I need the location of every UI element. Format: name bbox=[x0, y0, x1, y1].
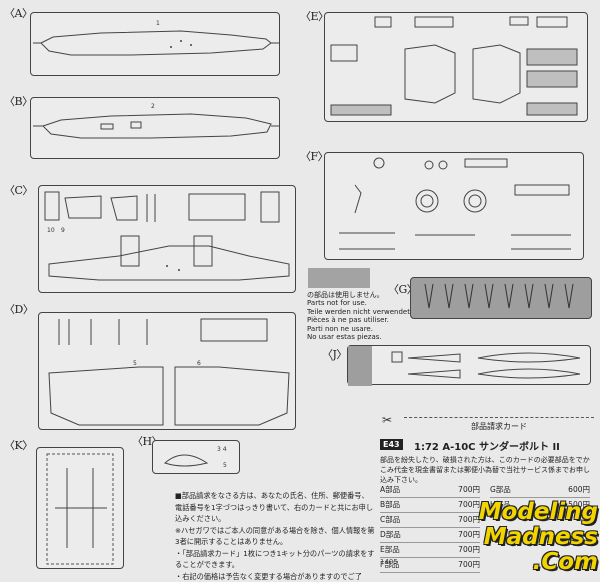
logo-line: Madness bbox=[476, 525, 598, 550]
notice-line: No usar estas piezas. bbox=[307, 333, 412, 341]
logo-line: Modeling bbox=[476, 500, 598, 525]
part-price: 700円 bbox=[458, 483, 480, 497]
not-for-use-notice: の部品は使用しません。 Parts not for use. Teile wer… bbox=[307, 291, 412, 341]
scissors-icon: ✂ bbox=[382, 413, 392, 427]
sprue-c-diagram: 10 9 bbox=[38, 185, 296, 293]
note-line: ・右記の価格は予告なく変更する場合がありますのでご了 bbox=[175, 571, 375, 582]
notice-line: Parts not for use. bbox=[307, 299, 412, 307]
notice-line: Teile werden nicht verwendet. bbox=[307, 308, 412, 316]
price-row: A部品 700円 bbox=[380, 483, 480, 498]
part-label: B部品 bbox=[380, 500, 400, 509]
sprue-g-diagram bbox=[410, 277, 592, 319]
watermark-logo: Modeling Madness .Com bbox=[476, 500, 598, 575]
svg-text:5: 5 bbox=[223, 462, 227, 469]
sprue-f-diagram bbox=[324, 152, 584, 260]
card-description: 部品を紛失したり、破損された方は、このカードの必要部品をでかこみ代金を現金書留ま… bbox=[380, 455, 594, 485]
page-number: 1405 bbox=[380, 558, 398, 566]
svg-text:2: 2 bbox=[151, 103, 155, 110]
svg-text:3 4: 3 4 bbox=[217, 446, 227, 453]
section-label-c: 〈C〉 bbox=[4, 182, 33, 198]
part-label: A部品 bbox=[380, 485, 400, 494]
sprue-h-diagram: 3 4 5 bbox=[152, 440, 240, 474]
part-label: G部品 bbox=[490, 485, 511, 494]
sprue-j-diagram bbox=[347, 345, 591, 385]
logo-line: .Com bbox=[476, 550, 598, 575]
svg-text:9: 9 bbox=[61, 227, 65, 234]
not-for-use-swatch bbox=[308, 268, 370, 288]
part-price: 600円 bbox=[568, 483, 590, 497]
section-label-d: 〈D〉 bbox=[4, 301, 33, 317]
svg-text:1: 1 bbox=[156, 20, 160, 27]
note-line: ・「部品請求カード」1枚につき1キット分のパーツの請求をすることができます。 bbox=[175, 548, 375, 571]
sprue-b-diagram: 2 bbox=[30, 97, 280, 159]
ordering-notes: ■部品請求をなさる方は、あなたの氏名、住所、郵便番号、電話番号を1字づつはっきり… bbox=[175, 490, 375, 582]
section-label-k: 〈K〉 bbox=[4, 437, 33, 453]
notice-line: Pièces à ne pas utiliser. bbox=[307, 316, 412, 324]
part-label: D部品 bbox=[380, 530, 401, 539]
section-label-a: 〈A〉 bbox=[4, 5, 32, 21]
notice-line: Parti non ne usare. bbox=[307, 325, 412, 333]
sprue-a-diagram: 1 bbox=[30, 12, 280, 76]
kit-code: E43 bbox=[380, 439, 403, 450]
notice-line: の部品は使用しません。 bbox=[307, 291, 412, 299]
sprue-k-diagram bbox=[36, 447, 124, 569]
section-label-b: 〈B〉 bbox=[4, 93, 33, 109]
part-label: C部品 bbox=[380, 515, 400, 524]
note-line: ※ハセガワではご本人の同意がある場合を除き、個人情報を第3者に開示することはあり… bbox=[175, 525, 375, 548]
price-row: G部品 600円 bbox=[490, 483, 590, 498]
note-line: ■部品請求をなさる方は、あなたの氏名、住所、郵便番号、電話番号を1字づつはっきり… bbox=[175, 490, 375, 525]
section-label-j: 〈J〉 bbox=[322, 346, 347, 362]
product-name: 1:72 A-10C サンダーボルト II bbox=[414, 438, 560, 453]
card-title: 部品請求カード bbox=[404, 417, 594, 432]
sprue-e-diagram bbox=[324, 12, 588, 122]
svg-text:6: 6 bbox=[197, 360, 201, 367]
part-label: E部品 bbox=[380, 545, 400, 554]
svg-text:5: 5 bbox=[133, 360, 137, 367]
svg-text:10: 10 bbox=[47, 227, 55, 234]
